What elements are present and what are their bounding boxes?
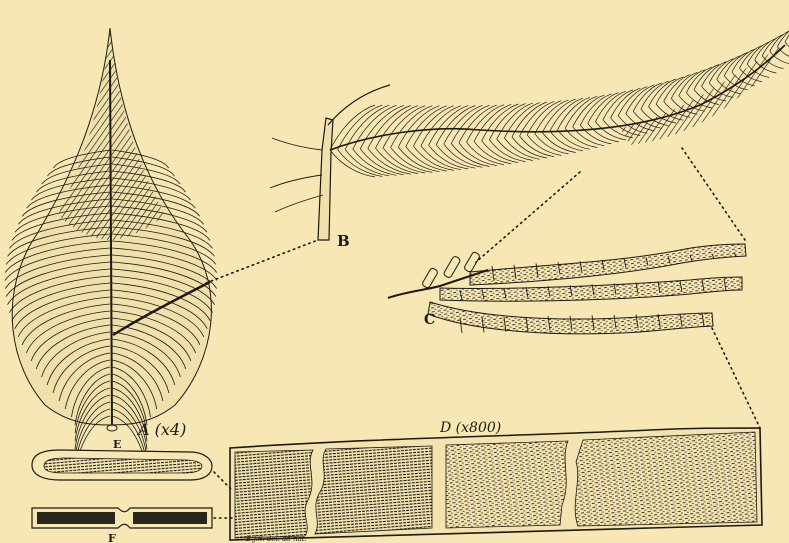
filament-c-stub-2 xyxy=(443,255,461,278)
branch-b-branchlet xyxy=(504,138,539,159)
figure-b-branch xyxy=(270,22,789,240)
connector-b-to-c-right xyxy=(682,148,745,240)
figure-f-section xyxy=(32,508,212,528)
branch-b-branchlet xyxy=(512,137,547,158)
frond-a-holdfast xyxy=(107,425,117,431)
connector-c-to-d xyxy=(712,328,760,428)
section-e-contents xyxy=(44,458,202,473)
branch-b-branchlet xyxy=(550,131,583,151)
label-figure-e: E xyxy=(113,438,121,451)
connector-b-to-c-left xyxy=(476,172,580,262)
branch-b-branchlet xyxy=(383,148,425,173)
branch-b-left-twigs xyxy=(270,138,323,212)
label-figure-d: D (x800) xyxy=(439,420,501,436)
branch-b-branchlet xyxy=(558,130,591,150)
branch-b-branchlet xyxy=(785,42,789,54)
figure-a-frond xyxy=(5,28,217,473)
branch-b-stem xyxy=(318,118,333,240)
label-figure-b: B xyxy=(337,232,350,250)
branch-b-branchlet xyxy=(520,136,555,157)
label-figure-c: C xyxy=(424,312,435,328)
filament-d-cell-2 xyxy=(315,446,432,534)
figure-e-section xyxy=(32,450,212,480)
branch-b-upper-twig xyxy=(328,85,390,125)
branch-b-branchlet xyxy=(542,133,575,153)
filament-d-cell-1 xyxy=(235,450,313,538)
figure-d-cells xyxy=(230,428,762,540)
filament-d-cell-4 xyxy=(575,432,757,526)
filament-c-stub-1 xyxy=(422,267,439,288)
artist-credit: E.J.S. del. ad nat. xyxy=(245,535,307,543)
label-figure-a: A (x4) xyxy=(136,420,186,439)
branch-b-branchlet xyxy=(595,122,625,140)
filament-d-cell-3 xyxy=(446,441,568,528)
label-figure-f: F xyxy=(108,532,116,543)
figure-c-filaments xyxy=(388,244,746,334)
filament-c-stub-3 xyxy=(464,251,481,272)
connector-a-to-b xyxy=(206,240,318,283)
